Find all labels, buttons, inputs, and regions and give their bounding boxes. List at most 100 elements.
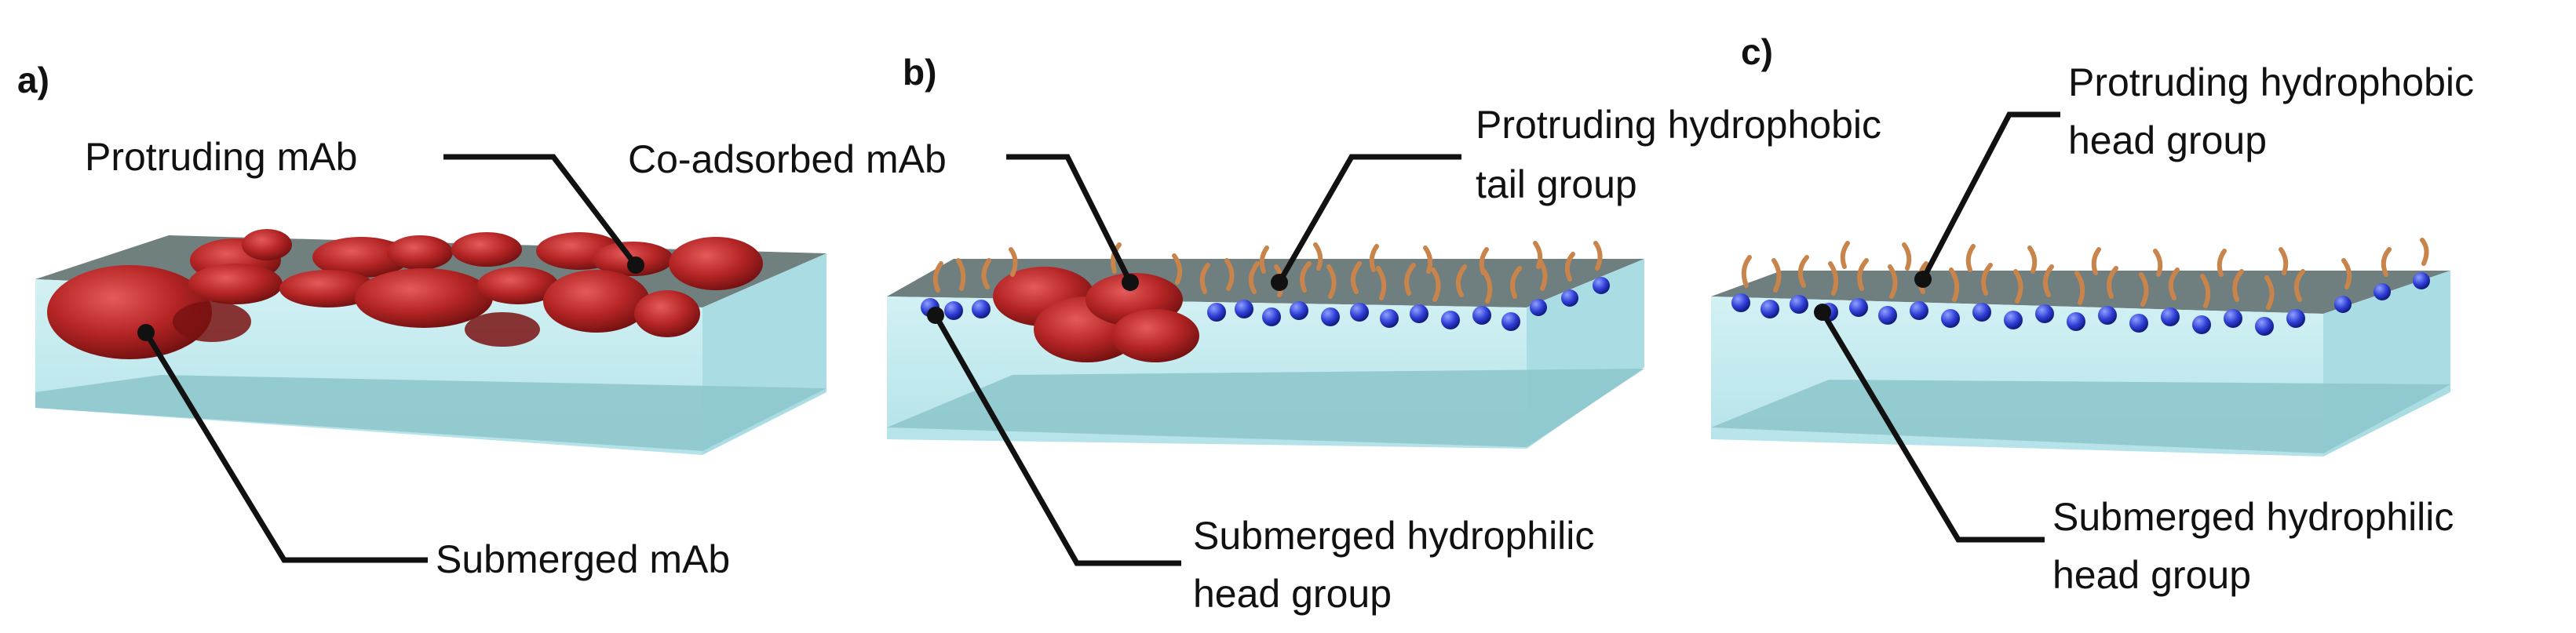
callout-protruding-tail-line1: Protruding hydrophobic xyxy=(1476,103,1881,147)
head-group-sphere xyxy=(2224,309,2242,328)
head-group-sphere xyxy=(2067,312,2085,331)
tail-group xyxy=(2153,249,2163,277)
head-group-sphere xyxy=(1290,301,1308,320)
tail-group xyxy=(1965,244,1976,272)
leader-dot xyxy=(1914,271,1932,288)
tail-group xyxy=(2168,267,2180,300)
head-group-sphere xyxy=(1380,309,1399,328)
head-group-sphere xyxy=(1561,289,1578,307)
callout-submerged-head-line1: Submerged hydrophilic xyxy=(2052,495,2454,539)
tail-group xyxy=(1828,261,1839,296)
head-group-sphere xyxy=(1410,304,1428,323)
head-group-sphere xyxy=(2129,314,2148,333)
head-group-sphere xyxy=(1262,307,1281,326)
tail-group xyxy=(1510,266,1522,299)
head-group-sphere xyxy=(2286,309,2305,328)
tail-group xyxy=(1009,247,1018,277)
mab-ellipsoid xyxy=(477,267,559,304)
tail-group xyxy=(1369,244,1379,272)
tail-group xyxy=(1259,246,1269,274)
head-group-sphere xyxy=(2192,315,2211,334)
leader-dot xyxy=(137,324,155,341)
mab-ellipsoid xyxy=(669,237,763,290)
head-group-sphere xyxy=(1941,309,1960,328)
head-group-sphere xyxy=(1731,293,1750,312)
callout-protruding-tail-line2: tail group xyxy=(1476,162,1637,206)
tail-group xyxy=(1564,252,1575,282)
tail-group xyxy=(2341,258,2352,289)
callout-submerged-head-line2: head group xyxy=(1193,572,1392,616)
panel-b-leader-coadsorbed xyxy=(1006,154,1133,284)
mab-ellipsoid xyxy=(188,264,283,304)
panel-b-tail-groups xyxy=(932,241,1603,304)
tail-group xyxy=(1313,242,1323,271)
mab-ellipsoid xyxy=(543,270,650,333)
tail-group xyxy=(2293,269,2305,302)
head-group-sphere xyxy=(2255,317,2274,336)
mab-ellipsoid xyxy=(173,301,251,342)
panel-b: b) xyxy=(628,52,1881,616)
tail-group xyxy=(1593,241,1603,271)
tail-group xyxy=(956,258,966,291)
head-group-sphere xyxy=(1472,306,1491,325)
callout-submerged-head-line1: Submerged hydrophilic xyxy=(1193,514,1594,558)
callout-protruding-mab: Protruding mAb xyxy=(85,135,357,179)
tail-group xyxy=(1455,264,1467,297)
callout-submerged-mab: Submerged mAb xyxy=(436,537,730,581)
panel-c-tail-groups xyxy=(1741,238,2429,310)
head-group-sphere xyxy=(2373,283,2391,300)
tail-group xyxy=(981,258,991,289)
panel-a-label: a) xyxy=(17,60,49,100)
tail-group xyxy=(2381,247,2392,277)
head-group-sphere xyxy=(1790,295,1808,314)
head-group-sphere xyxy=(2334,296,2352,313)
panel-c-leader-head xyxy=(1819,311,2045,543)
callout-protruding-head-line2: head group xyxy=(2068,118,2267,162)
leader-dot xyxy=(927,307,944,324)
head-group-sphere xyxy=(2413,272,2430,289)
panel-a-mab-cluster xyxy=(47,229,763,359)
head-group-sphere xyxy=(944,301,963,320)
panel-b-leader-head xyxy=(932,314,1181,566)
panel-a-leader-bottom xyxy=(144,331,428,563)
panel-c-head-groups xyxy=(1731,272,2430,336)
tail-group xyxy=(1741,255,1752,288)
tail-group xyxy=(1350,261,1362,294)
tail-group xyxy=(1172,253,1183,285)
tail-group xyxy=(2420,238,2429,266)
tail-group xyxy=(2027,246,2038,274)
tail-group xyxy=(2139,272,2149,307)
mab-ellipsoid xyxy=(465,312,540,347)
head-group-sphere xyxy=(1501,312,1520,331)
tail-group xyxy=(2217,249,2227,277)
tail-group xyxy=(2042,264,2054,297)
tail-group xyxy=(1224,258,1235,291)
head-group-sphere xyxy=(1235,300,1253,318)
tail-group xyxy=(1404,263,1416,296)
tail-group xyxy=(1431,267,1441,302)
mab-ellipsoid xyxy=(634,290,700,337)
head-group-sphere xyxy=(1761,300,1779,318)
mab-ellipsoid xyxy=(279,270,377,307)
callout-coadsorbed-mab: Co-adsorbed mAb xyxy=(628,137,947,181)
head-group-sphere xyxy=(2098,306,2117,325)
tail-group xyxy=(1300,261,1312,293)
leader-dot xyxy=(627,256,644,274)
mab-ellipsoid xyxy=(451,232,522,267)
head-group-sphere xyxy=(1910,301,1928,320)
leader-dot xyxy=(1814,304,1831,321)
tail-group xyxy=(1423,246,1433,274)
head-group-sphere xyxy=(2161,307,2180,326)
panel-b-label: b) xyxy=(903,52,936,93)
head-group-sphere xyxy=(1530,299,1547,316)
panel-c-label: c) xyxy=(1741,31,1773,72)
tail-group xyxy=(2074,271,2085,305)
head-group-sphere xyxy=(2004,311,2023,329)
tail-group xyxy=(1479,247,1489,275)
mab-ellipsoid xyxy=(312,237,410,278)
tail-group xyxy=(1888,264,1898,299)
panel-b-leader-tail xyxy=(1276,154,1461,284)
panel-c: c) xyxy=(1711,31,2474,597)
tail-group xyxy=(1199,263,1210,294)
tail-group xyxy=(1533,241,1543,269)
